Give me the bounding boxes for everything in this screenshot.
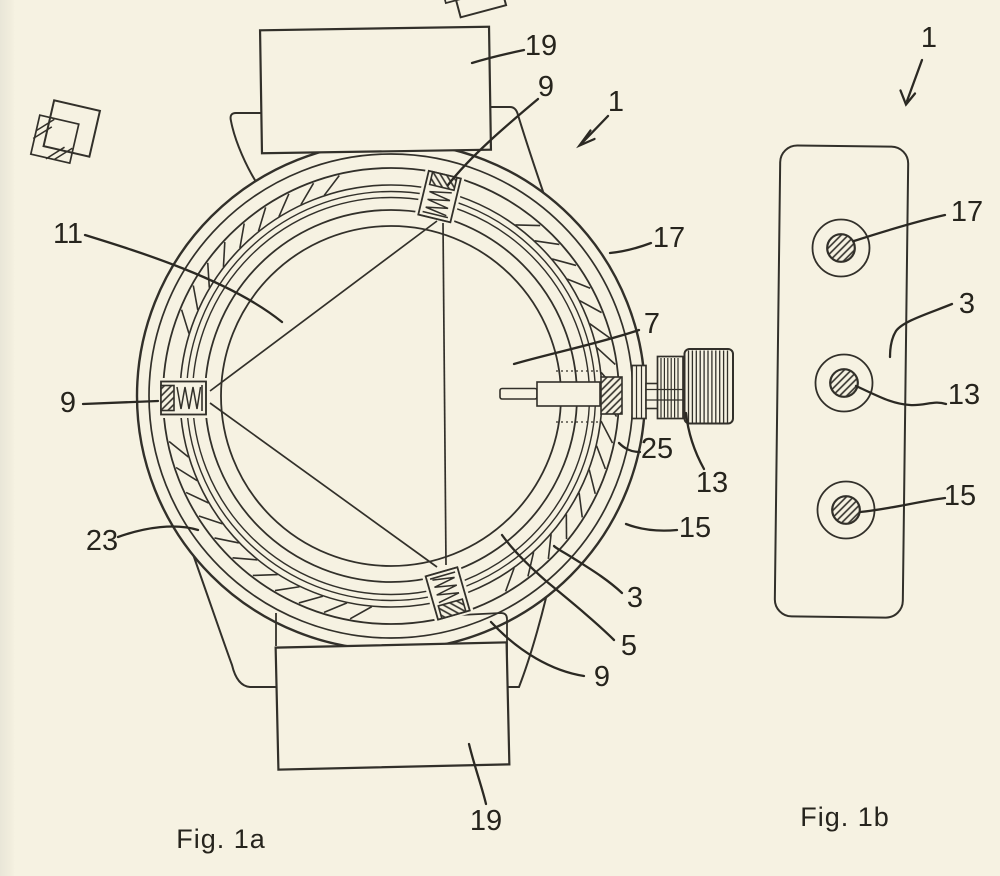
strap-bottom	[274, 641, 511, 771]
fig1a-caption: Fig. 1a	[176, 824, 266, 854]
labels-1b: 1 17 3 13 15	[921, 22, 983, 512]
crown-ribs	[660, 350, 729, 423]
arrow-1b-shaft	[905, 58, 924, 103]
ref-label-1b-13: 13	[948, 379, 980, 411]
ref-label-1a-11: 11	[53, 218, 83, 250]
clamp-spring-triangle	[209, 220, 447, 568]
ref-label-1a-5: 5	[621, 630, 637, 662]
leader-25	[617, 441, 642, 454]
crown-assembly[interactable]	[499, 348, 734, 425]
leader-13	[684, 411, 706, 471]
ref-label-1b-15: 15	[944, 480, 976, 512]
leader-9-bottom	[489, 620, 586, 678]
ref-label-1a-19: 19	[470, 805, 502, 837]
detent-left	[157, 377, 215, 419]
lug-step-lines	[275, 612, 508, 689]
scan-edge-artifact	[0, 0, 15, 876]
leader-9-left	[81, 399, 160, 406]
ref-label-1a-9: 9	[594, 661, 610, 693]
leader-17	[608, 241, 653, 255]
arrow-1-shaft	[581, 114, 610, 144]
bezel-hatching	[168, 175, 619, 620]
leader-15	[624, 522, 679, 532]
leader-23	[116, 525, 200, 539]
ref-label-1b-17: 17	[951, 196, 983, 228]
fig1b-caption: Fig. 1b	[800, 802, 890, 832]
leader-3b	[888, 302, 954, 359]
ref-label-1a-7: 7	[644, 308, 660, 340]
leader-lines-1a	[81, 48, 706, 806]
leader-17b	[852, 213, 947, 243]
arrow-1-head	[576, 129, 596, 149]
leader-9-top	[446, 97, 540, 187]
leader-15b	[858, 496, 947, 514]
ref-label-1a-1: 1	[608, 86, 624, 118]
leader-7	[512, 328, 641, 366]
leader-lines-1b	[852, 58, 954, 514]
leader-19-bottom	[467, 742, 488, 806]
ref-label-1a-25: 25	[641, 433, 673, 465]
watch-straps	[258, 25, 511, 771]
ref-label-1a-3: 3	[627, 582, 643, 614]
watch-case-rings	[135, 140, 647, 652]
leader-3	[552, 544, 624, 595]
ref-label-1b-1: 1	[921, 22, 937, 54]
strap-top	[258, 25, 493, 155]
ref-label-1b-3: 3	[959, 288, 975, 320]
fig1b-side-view: 1 17 3 13 15 Fig. 1b	[773, 22, 983, 832]
ref-label-1a-23: 23	[86, 525, 118, 557]
ref-label-1a-19: 19	[525, 30, 557, 62]
ref-label-1a-9: 9	[60, 387, 76, 419]
ref-label-1a-17: 17	[653, 222, 685, 254]
pusher-17[interactable]	[12, 81, 119, 184]
ref-label-1a-15: 15	[679, 512, 711, 544]
ref-label-1a-13: 13	[696, 467, 728, 499]
leader-11	[83, 233, 284, 324]
leader-5	[500, 533, 616, 642]
ref-label-1a-9: 9	[538, 71, 554, 103]
leader-13b	[854, 384, 948, 407]
arrow-1b-head	[899, 89, 917, 107]
leader-19-top	[470, 48, 526, 65]
